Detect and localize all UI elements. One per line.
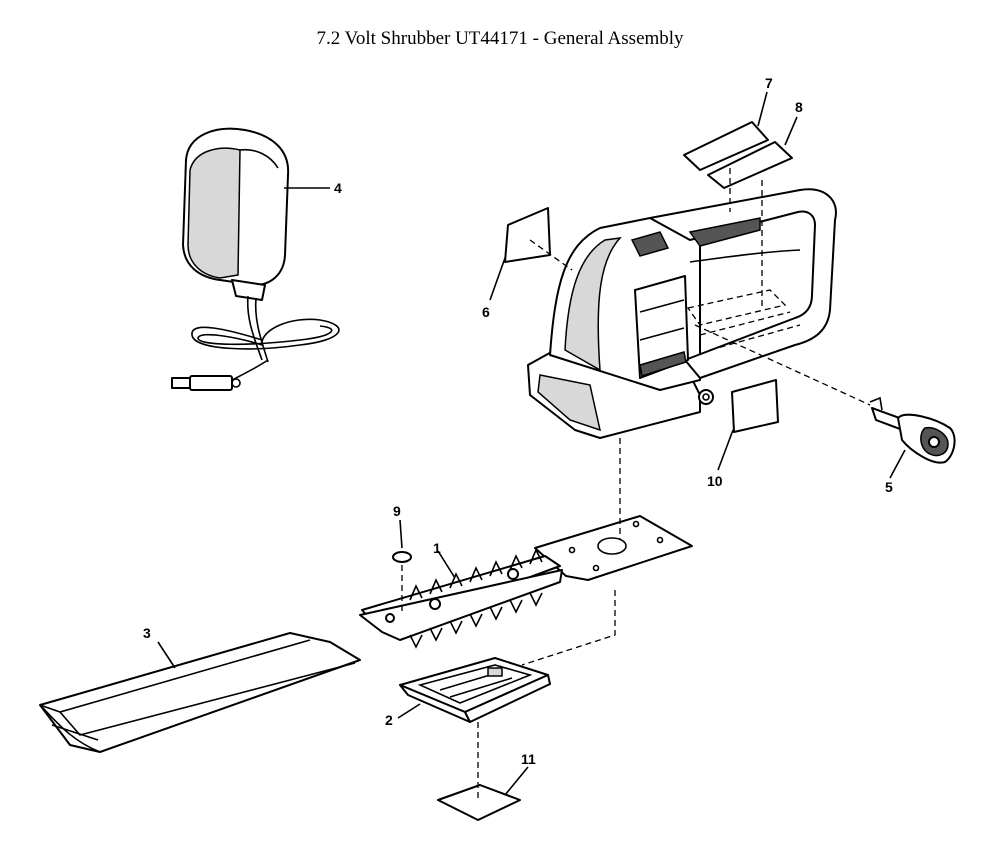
blade-assembly-part-1 (359, 515, 693, 649)
washer-part-9 (392, 519, 412, 612)
charger-part-4 (171, 127, 340, 391)
callout-4: 4 (334, 180, 342, 196)
shrubber-housing (527, 188, 837, 439)
callout-1: 1 (433, 540, 441, 556)
callout-8: 8 (795, 99, 803, 115)
callout-9: 9 (393, 503, 401, 519)
callout-10: 10 (707, 473, 723, 489)
label-part-6 (489, 207, 573, 301)
callout-11: 11 (521, 751, 536, 767)
callout-7: 7 (765, 75, 773, 91)
label-part-10 (717, 379, 779, 471)
labels-part-7-8 (683, 91, 798, 310)
callout-5: 5 (885, 479, 893, 495)
knob-part-5 (694, 324, 956, 479)
callout-3: 3 (143, 625, 151, 641)
label-part-11 (437, 722, 529, 821)
blade-cover-part-3 (39, 632, 361, 753)
callout-2: 2 (385, 712, 393, 728)
callout-6: 6 (482, 304, 490, 320)
page-title: 7.2 Volt Shrubber UT44171 - General Asse… (316, 28, 684, 49)
blade-guard-part-2 (397, 657, 551, 723)
